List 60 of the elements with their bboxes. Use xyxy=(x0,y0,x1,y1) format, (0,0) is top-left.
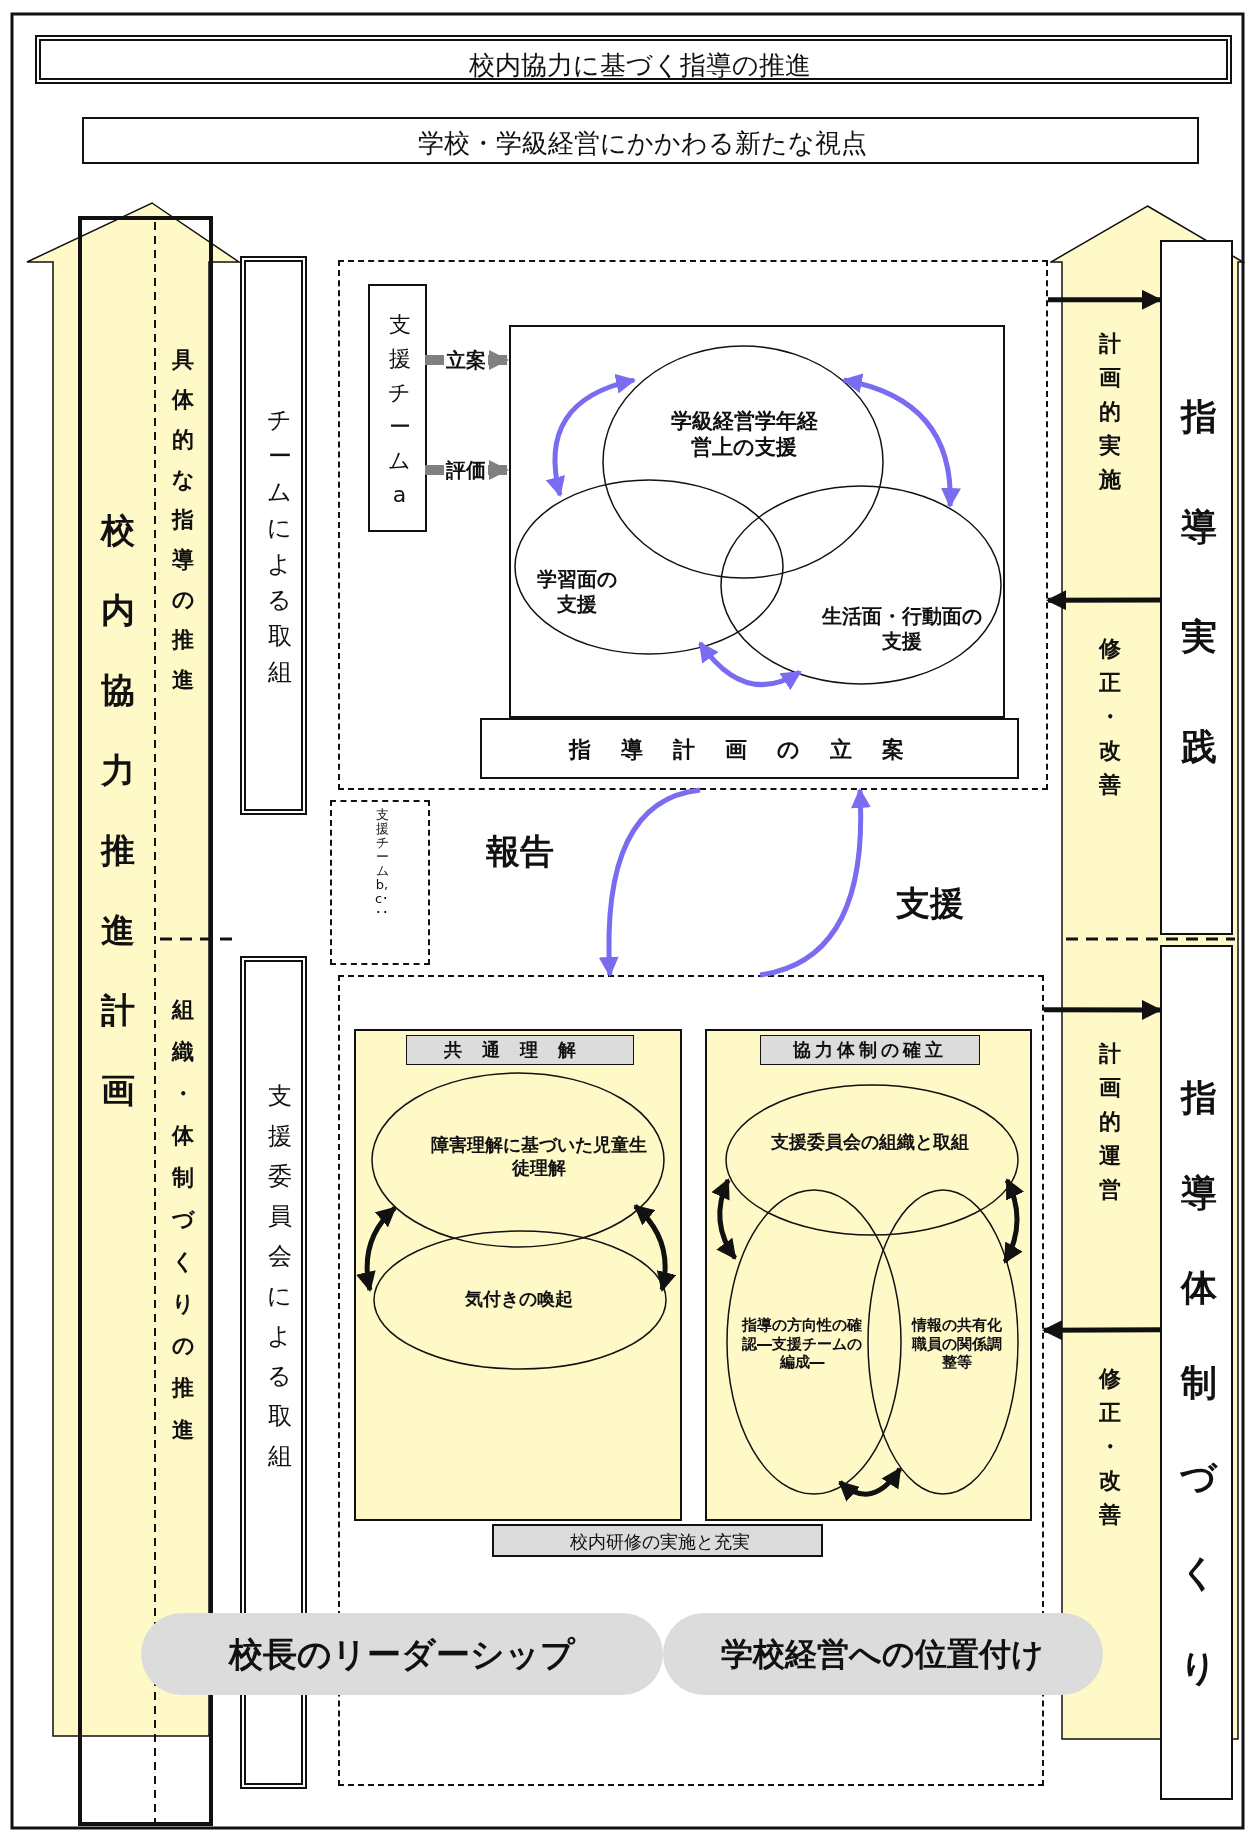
vertical-box xyxy=(240,256,307,815)
vertical-label: 支援委員会による取組 xyxy=(266,1081,293,1472)
node-label: 学校経営への位置付け xyxy=(719,1634,1045,1675)
node-label: 支援委員会の組織と取組 xyxy=(769,1129,970,1154)
arrow xyxy=(1042,1320,1160,1341)
panel xyxy=(354,1029,682,1521)
arrow xyxy=(698,641,802,690)
ellipse xyxy=(373,1230,667,1370)
node-label: 情報の共有化職員の関係調整等 xyxy=(910,1314,1003,1374)
node-label: 協力体制の確立 xyxy=(760,1035,980,1065)
vertical-label: チームによる取組 xyxy=(266,405,293,688)
ellipse xyxy=(514,479,784,655)
footer-tab xyxy=(492,1524,823,1557)
ellipse xyxy=(726,1189,902,1495)
arrow xyxy=(1046,590,1160,611)
node-label: 学級経営学年経営上の支援 xyxy=(669,407,819,461)
node-label: 生活面・行動面の支援 xyxy=(820,603,983,655)
arrow xyxy=(711,1178,738,1260)
team-box xyxy=(368,284,427,532)
node-label: 校内協力に基づく指導の推進 xyxy=(467,49,812,83)
arrow xyxy=(546,374,637,497)
arrow xyxy=(599,787,701,977)
node-label: 学習面の支援 xyxy=(535,565,618,618)
column-box xyxy=(1160,240,1233,935)
title-box xyxy=(35,35,1232,84)
node-label: 学校・学級経営にかかわる新たな視点 xyxy=(416,126,868,160)
node-label: 指導の方向性の確認―支援チームの編成― xyxy=(742,1314,862,1374)
dashed-group xyxy=(338,260,1048,790)
edge-label: 立案 xyxy=(444,346,488,374)
node-label: 指導計画の立案 xyxy=(567,736,935,765)
node-label: 障害理解に基づいた児童生徒理解 xyxy=(430,1133,648,1180)
arrow xyxy=(759,788,871,978)
vertical-label: 指導実践 xyxy=(1179,395,1218,769)
heading-box xyxy=(82,117,1199,164)
vertical-label: 組織・体制づくりの推進 xyxy=(170,996,196,1444)
vertical-label: 支援チームa xyxy=(387,311,412,509)
ellipse xyxy=(371,1072,665,1248)
arrow xyxy=(1002,1178,1024,1264)
vertical-label: 支援チームb,c･･･ xyxy=(373,805,391,922)
panel xyxy=(705,1029,1032,1521)
diagram-panel xyxy=(509,325,1005,718)
arrow xyxy=(841,374,961,508)
arrow xyxy=(356,1206,397,1292)
arrow xyxy=(1048,289,1162,310)
node-label: 共通理解 xyxy=(406,1035,634,1065)
arrow xyxy=(633,1204,676,1292)
dashed-box xyxy=(330,800,430,965)
node-label: 気付きの喚起 xyxy=(464,1286,574,1311)
node-label: 校内研修の実施と充実 xyxy=(568,1530,751,1555)
ellipse xyxy=(720,485,1002,685)
arrow xyxy=(838,1467,902,1502)
arrow xyxy=(1044,999,1162,1020)
node-label: 校長のリーダーシップ xyxy=(227,1632,577,1676)
column-box xyxy=(1160,945,1233,1800)
ellipse xyxy=(725,1084,1019,1236)
vertical-label: 校内協力推進計画 xyxy=(99,509,136,1112)
vertical-label: 指導体制づくり xyxy=(1179,1075,1219,1690)
heading-box xyxy=(480,718,1019,779)
ellipse xyxy=(867,1189,1019,1495)
vertical-label: 具体的な指導の推進 xyxy=(170,346,196,694)
